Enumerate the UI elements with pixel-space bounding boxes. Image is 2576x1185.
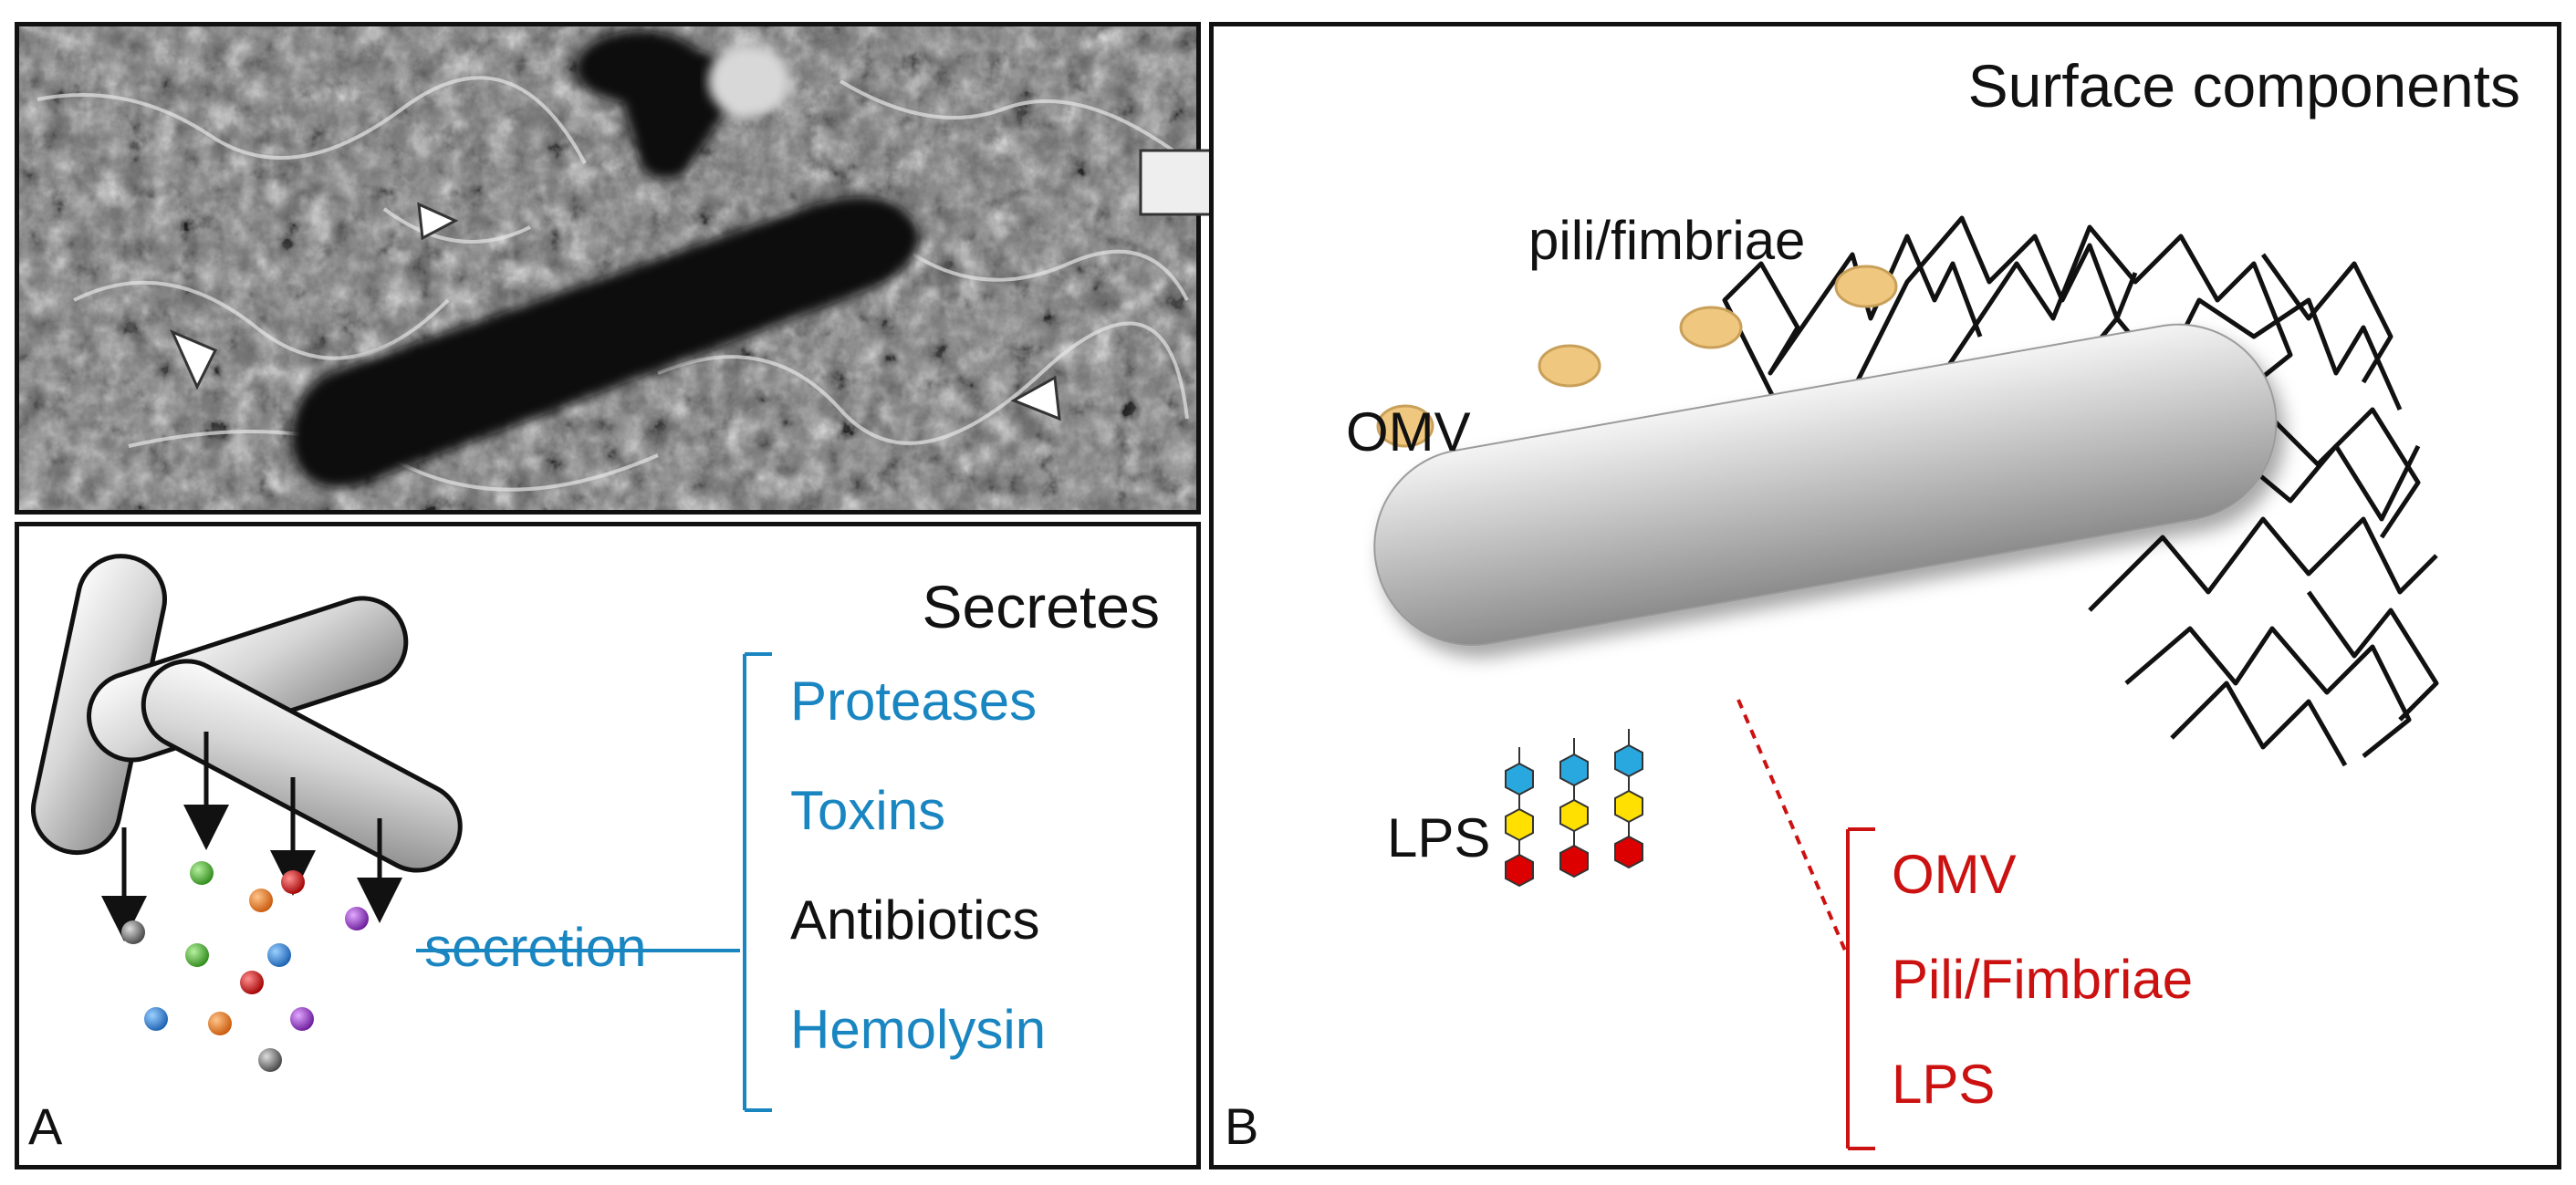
secreted-item-proteases: Proteases [790, 670, 1038, 732]
component-pili-fimbriae: Pili/Fimbriae [1892, 949, 2194, 1010]
component-lps: LPS [1892, 1054, 1996, 1115]
secretion-label: secretion [424, 917, 647, 978]
secretion-illustration [30, 554, 772, 1112]
panel-a-title: Secretes [922, 573, 1160, 640]
micrograph-panel [15, 22, 1201, 515]
secreted-item-toxins: Toxins [790, 780, 946, 841]
omv-vesicles [1376, 265, 1898, 448]
electron-micrograph [19, 26, 1196, 510]
components-bracket [1846, 827, 1875, 1150]
arrowhead-marker [170, 329, 218, 390]
panel-b-title: Surface components [1967, 52, 2520, 120]
bacterium-body [1373, 323, 2278, 647]
callout-leader-line [1736, 699, 1850, 958]
pili-fimbriae-label: pili/fimbriae [1528, 210, 1806, 271]
component-omv: OMV [1892, 844, 2017, 905]
panel-b-letter: B [1225, 1097, 1259, 1155]
bacteria-rods [30, 554, 463, 873]
surface-components-illustration [1373, 215, 2439, 1150]
bacterium-rod [141, 659, 463, 873]
secretion-arrows [101, 732, 402, 941]
secreted-item-antibiotics: Antibiotics [790, 889, 1040, 951]
secreted-molecules [121, 861, 369, 1072]
secretion-bracket [416, 652, 772, 1112]
panel-a-secretes: Secretes secretion Proteases Toxins Anti… [15, 522, 1201, 1169]
arrowhead-marker [417, 202, 459, 241]
panel-a-letter: A [28, 1097, 63, 1155]
secreted-item-hemolysin: Hemolysin [790, 999, 1047, 1060]
omv-label: OMV [1346, 401, 1471, 463]
lps-chains [1505, 729, 1643, 888]
panel-b-surface-components: Surface components pili/fimbriae OMV LPS… [1209, 22, 2561, 1169]
lps-label: LPS [1387, 807, 1491, 868]
arrowhead-marker [1010, 375, 1061, 421]
